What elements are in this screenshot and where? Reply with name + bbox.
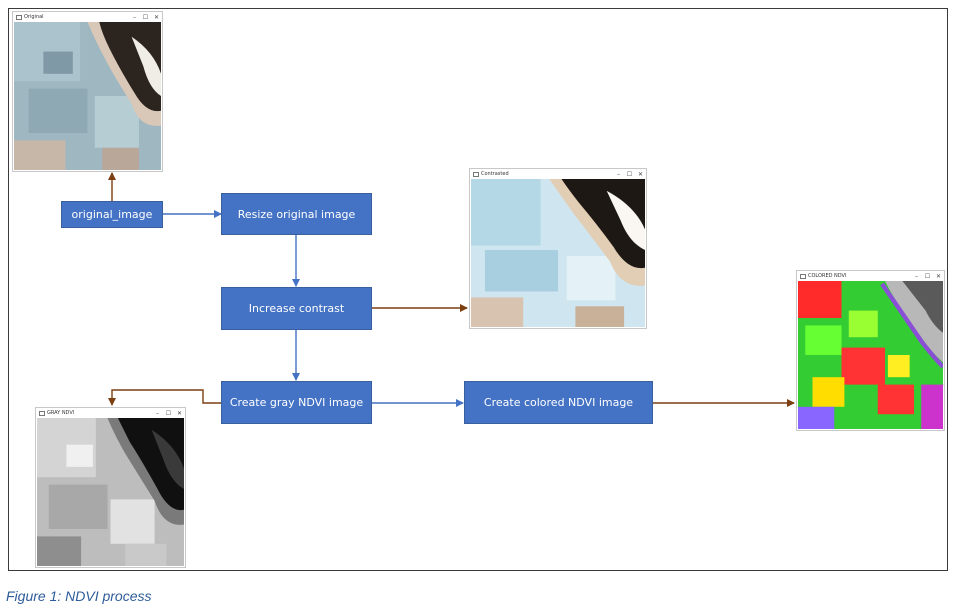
contrasted-satellite-image [471, 179, 645, 327]
window-titlebar: COLORED NDVI – ☐ ✕ [797, 271, 944, 281]
colored-ndvi-box: Create colored NDVI image [464, 381, 653, 424]
close-icon[interactable]: ✕ [935, 272, 942, 280]
gray-ndvi-box: Create gray NDVI image [221, 381, 372, 424]
close-icon[interactable]: ✕ [176, 409, 183, 417]
minimize-icon[interactable]: – [133, 13, 136, 21]
maximize-icon[interactable]: ☐ [626, 170, 633, 178]
app-icon [473, 171, 479, 177]
close-icon[interactable]: ✕ [153, 13, 160, 21]
colored-ndvi-window: COLORED NDVI – ☐ ✕ [796, 270, 945, 431]
minimize-icon[interactable]: – [617, 170, 620, 178]
window-titlebar: GRAY NDVI – ☐ ✕ [36, 408, 185, 418]
window-title: Original [24, 14, 44, 20]
maximize-icon[interactable]: ☐ [165, 409, 172, 417]
colored-ndvi-image [798, 281, 943, 429]
original-satellite-image [14, 22, 161, 170]
contrasted-window: Contrasted – ☐ ✕ [469, 168, 647, 329]
gray-ndvi-window: GRAY NDVI – ☐ ✕ [35, 407, 186, 568]
gray-ndvi-image [37, 418, 184, 566]
minimize-icon[interactable]: – [156, 409, 159, 417]
maximize-icon[interactable]: ☐ [142, 13, 149, 21]
maximize-icon[interactable]: ☐ [924, 272, 931, 280]
close-icon[interactable]: ✕ [637, 170, 644, 178]
resize-box: Resize original image [221, 193, 372, 235]
minimize-icon[interactable]: – [915, 272, 918, 280]
window-title: COLORED NDVI [808, 273, 847, 279]
app-icon [800, 273, 806, 279]
figure-caption: Figure 1: NDVI process [6, 588, 152, 604]
window-titlebar: Original – ☐ ✕ [13, 12, 162, 22]
app-icon [16, 14, 22, 20]
window-titlebar: Contrasted – ☐ ✕ [470, 169, 646, 179]
app-icon [39, 410, 45, 416]
contrast-box: Increase contrast [221, 287, 372, 330]
original-window: Original – ☐ ✕ [12, 11, 163, 172]
original-image-box: original_image [61, 201, 163, 228]
window-title: Contrasted [481, 171, 509, 177]
window-title: GRAY NDVI [47, 410, 75, 416]
arrow-to-gray-window [108, 389, 221, 406]
